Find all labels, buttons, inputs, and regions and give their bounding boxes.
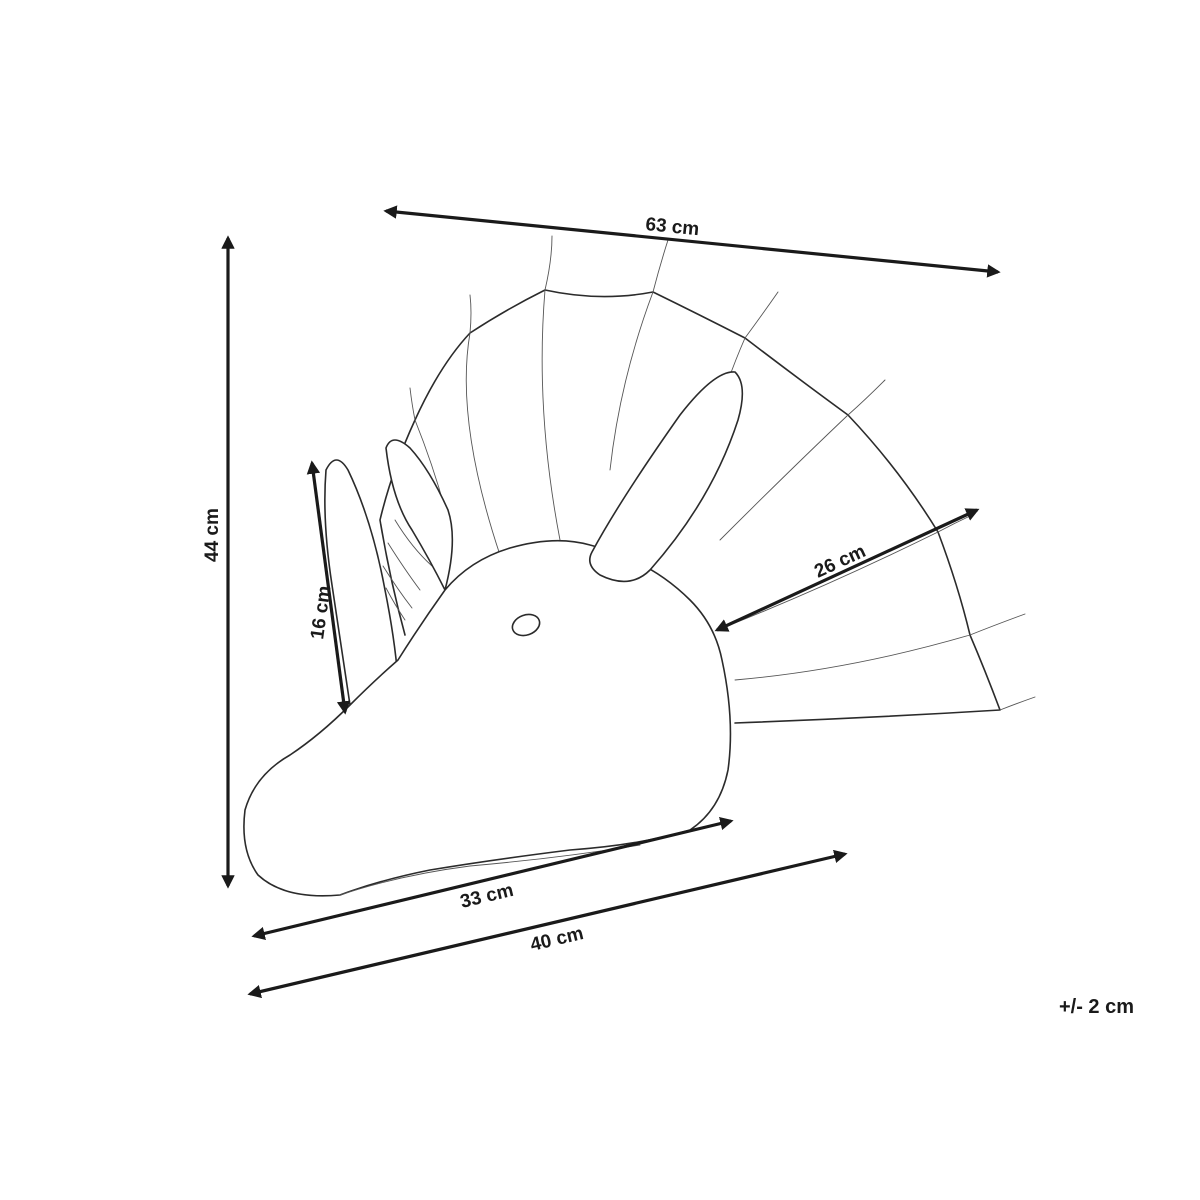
label-26cm: 26 cm [811,541,869,583]
nose-horn [324,459,399,706]
dimension-line-26cm [714,508,980,632]
dimension-line-16cm [306,460,351,715]
frill-outline [414,289,1001,724]
eye [511,613,541,637]
dimension-line-40cm [247,849,848,999]
left-brow-horn [385,439,454,591]
label-44cm: 44 cm [202,508,223,562]
tolerance-note: +/- 2 cm [1058,996,1134,1018]
label-16cm: 16 cm [307,584,335,640]
right-brow-horn [589,371,744,583]
dimension-line-63cm [383,205,1001,278]
